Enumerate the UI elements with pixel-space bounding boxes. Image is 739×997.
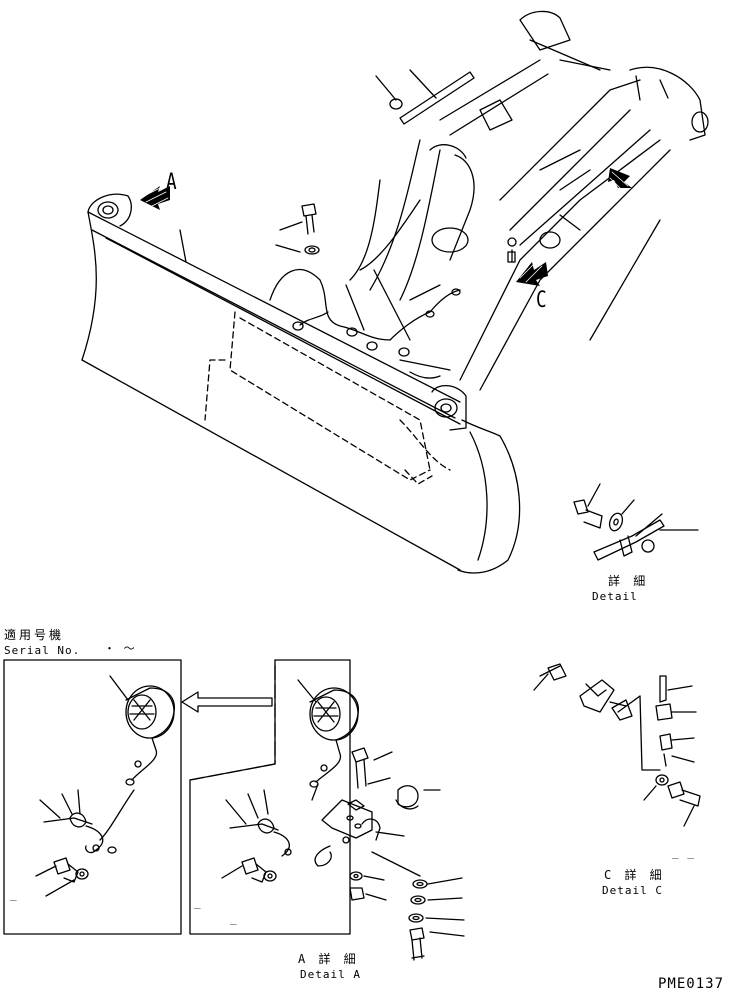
bracket-hardware [321,747,465,961]
detail-a-dash-mark-2: _ [230,912,238,925]
view-a-arrow [140,185,170,210]
dozer-blade [81,193,521,574]
lift-frame [349,10,709,471]
detail-en-label: Detail [592,590,638,603]
serial-en-label: Serial No. [4,644,81,657]
detail-a-frame [189,659,351,935]
pin-rod [375,69,591,231]
lamp-detail-a [221,679,360,883]
lamp-left [35,675,176,897]
detail-c-en-label: Detail C [602,884,663,897]
serial-jp-label: 適用号機 [4,628,65,642]
serial-box-frame [3,659,182,935]
serial-dash-mark: _ [10,888,18,901]
detail-jp-label: 詳 細 [608,574,649,588]
detail-a-dash-mark-1: _ [194,896,202,909]
view-a-label: A [166,170,177,195]
view-c-label: C [536,288,547,313]
wiring-harness [269,203,661,379]
view-c-arrow [516,261,548,286]
drawing-number: PME0137 [658,976,725,992]
detail-c-dash-mark: _ _ [672,846,695,859]
detail-a-jp-label: A 詳 細 [298,952,359,966]
serial-range: ・ ～ [104,642,136,655]
detail-c-jp-label: C 詳 細 [604,868,665,882]
top-detail-parts [573,483,699,561]
view-arrow-upper [608,168,632,191]
detail-c-parts [533,663,701,827]
detail-a-en-label: Detail A [300,968,361,981]
transfer-arrow [181,691,273,713]
